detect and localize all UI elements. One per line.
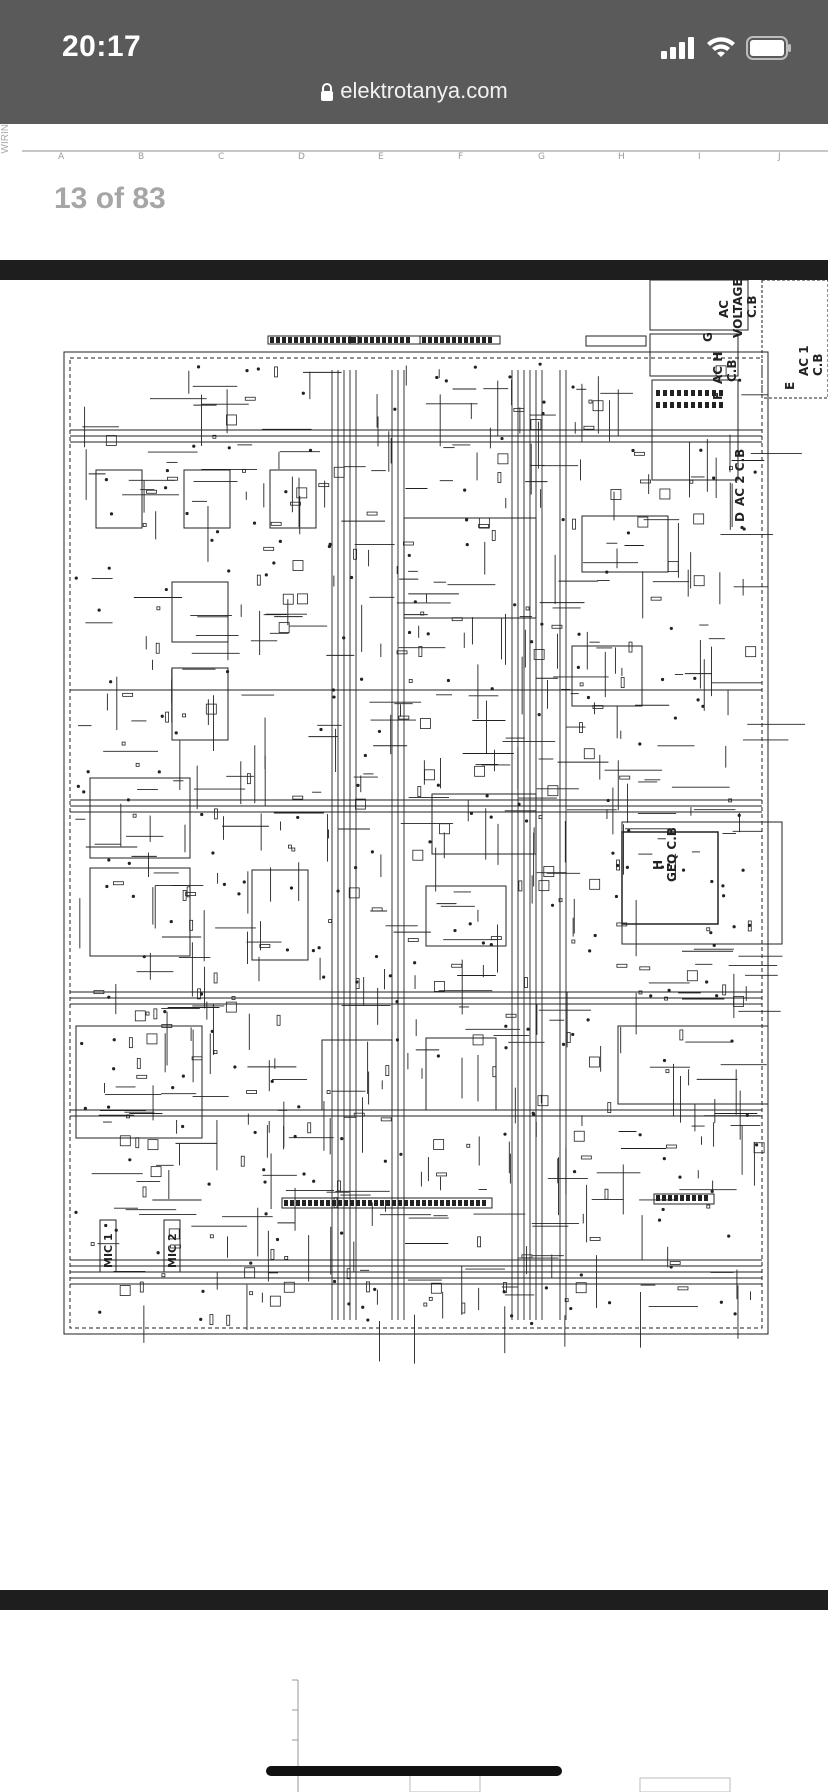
ruler-letter: C xyxy=(218,152,225,162)
schematic-page[interactable]: G AC VOLTAGE C.B F AC H C.B E AC 1 C.B D… xyxy=(0,278,828,1590)
home-indicator[interactable] xyxy=(266,1766,562,1776)
panel-f-letter: F xyxy=(711,392,725,400)
panel-f-cb: C.B xyxy=(725,359,739,382)
panel-e-text: AC 1 xyxy=(797,345,811,376)
panel-g-voltage: VOLTAGE xyxy=(731,280,745,338)
status-time: 20:17 xyxy=(62,30,142,63)
ruler-letter: G xyxy=(538,152,545,162)
ruler-letter: E xyxy=(378,152,384,162)
ruler-letter: J xyxy=(778,152,781,162)
ruler-letter: F xyxy=(458,152,464,162)
page-separator-top xyxy=(0,260,828,280)
signal-icon xyxy=(661,37,694,59)
wifi-icon xyxy=(707,37,735,57)
page-counter: 13 of 83 xyxy=(54,182,166,215)
ruler-letter: I xyxy=(698,152,701,162)
url-bar[interactable]: elektrotanya.com xyxy=(0,78,828,104)
status-icons xyxy=(660,36,792,60)
schematic-drawing: G AC VOLTAGE C.B F AC H C.B E AC 1 C.B D… xyxy=(63,278,828,1364)
panel-h-text: GEQ C.B xyxy=(665,827,679,882)
status-bar: 20:17 elektrotanya.com xyxy=(0,0,828,124)
ruler-letter: D xyxy=(298,152,305,162)
panel-e-cb: C.B xyxy=(811,353,825,376)
page-separator-bottom xyxy=(0,1590,828,1610)
ruler-letter: B xyxy=(138,152,145,162)
side-text: WIRIN xyxy=(0,124,11,154)
ruler-letter: A xyxy=(58,152,65,162)
url-text: elektrotanya.com xyxy=(340,78,508,103)
panel-e-letter: E xyxy=(783,382,797,390)
panel-d-text: AC 2 C.B xyxy=(733,449,747,506)
panel-d-letter: D xyxy=(733,512,747,522)
mic-2-label: MIC 2 xyxy=(166,1233,179,1268)
panel-h-letter: H xyxy=(651,860,665,870)
ruler-line xyxy=(22,150,828,152)
panel-g-cb: C.B xyxy=(745,295,759,318)
previous-page-fragment: WIRIN A B C D E F G H I J 13 of 83 xyxy=(0,124,828,260)
panel-g-ac: AC xyxy=(717,300,731,318)
mic-1-label: MIC 1 xyxy=(102,1233,115,1268)
next-page-drawing xyxy=(292,1679,731,1792)
next-page-fragment xyxy=(0,1610,828,1792)
ruler-letter: H xyxy=(618,152,625,162)
lock-icon xyxy=(321,83,334,101)
battery-icon xyxy=(746,36,791,60)
panel-f-text: AC H xyxy=(711,352,725,384)
panel-g-letter: G xyxy=(701,332,715,342)
